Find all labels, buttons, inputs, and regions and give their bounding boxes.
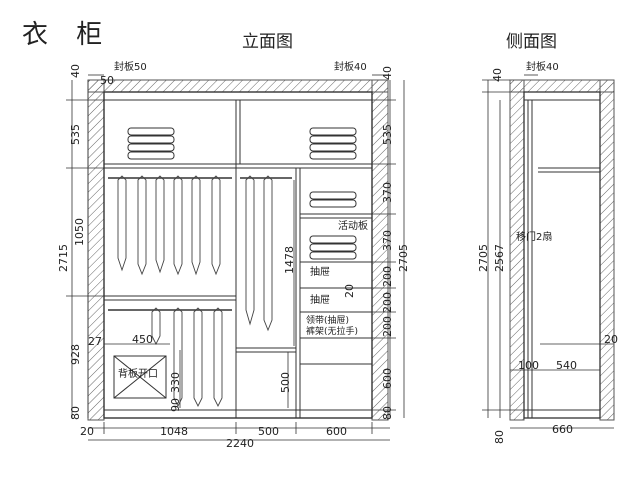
seal-left-label: 封板50 bbox=[114, 62, 147, 73]
dim-side-40: 40 bbox=[491, 68, 504, 82]
dim-330: 330 bbox=[169, 372, 182, 393]
dim-bottom-500: 500 bbox=[258, 425, 279, 438]
dim-right-40: 40 bbox=[381, 66, 394, 80]
dim-left-2715: 2715 bbox=[57, 244, 70, 272]
dim-bottom-1048: 1048 bbox=[160, 425, 188, 438]
dim-right-200b: 200 bbox=[381, 292, 394, 313]
dim-bottom-600: 600 bbox=[326, 425, 347, 438]
drawer1-label: 抽屉 bbox=[310, 267, 330, 278]
sliding-door-label: 移门2扇 bbox=[516, 232, 553, 243]
dim-side-540: 540 bbox=[556, 359, 577, 372]
dim-27: 27 bbox=[88, 335, 102, 348]
dim-side-20: 20 bbox=[604, 333, 618, 346]
tie-rack-label: 领带(抽屉) bbox=[306, 316, 350, 326]
top-wall bbox=[87, 79, 389, 93]
dim-left-40: 40 bbox=[69, 64, 82, 78]
dim-left-1050: 1050 bbox=[73, 218, 86, 246]
dim-right-600: 600 bbox=[381, 368, 394, 389]
back-opening-label: 背板开口 bbox=[118, 369, 158, 380]
dim-right-200a: 200 bbox=[381, 266, 394, 287]
dim-right-370b: 370 bbox=[381, 230, 394, 251]
seal-right-label: 封板40 bbox=[334, 62, 367, 73]
dim-bottom-20: 20 bbox=[80, 425, 94, 438]
dim-500-v: 500 bbox=[279, 372, 292, 393]
trouser-rack-label: 裤架(无拉手) bbox=[306, 327, 359, 337]
dim-left-535: 535 bbox=[69, 124, 82, 145]
dim-right-2705: 2705 bbox=[397, 244, 410, 272]
dim-side-2567: 2567 bbox=[493, 244, 506, 272]
cabinet-frame bbox=[103, 91, 373, 419]
dim-side-80: 80 bbox=[493, 430, 506, 444]
dim-left-80: 80 bbox=[69, 406, 82, 420]
drawer2-label: 抽屉 bbox=[310, 295, 330, 306]
dim-right-370a: 370 bbox=[381, 182, 394, 203]
dim-left-928: 928 bbox=[69, 344, 82, 365]
movable-board-label: 活动板 bbox=[338, 221, 368, 232]
front-view-title: 立面图 bbox=[242, 32, 293, 52]
dim-side-2705: 2705 bbox=[477, 244, 490, 272]
dim-bottom-2240: 2240 bbox=[226, 437, 254, 450]
dim-right-535: 535 bbox=[381, 124, 394, 145]
dim-1478: 1478 bbox=[283, 246, 296, 274]
left-wall bbox=[87, 79, 105, 421]
dim-20: 20 bbox=[343, 284, 356, 298]
seal-side-label: 封板40 bbox=[526, 62, 559, 73]
dim-top-50: 50 bbox=[100, 74, 114, 87]
dim-90: 90 bbox=[169, 398, 182, 412]
dim-450: 450 bbox=[132, 333, 153, 346]
page-title: 衣 柜 bbox=[22, 20, 113, 50]
dim-side-660: 660 bbox=[552, 423, 573, 436]
side-view-title: 侧面图 bbox=[506, 32, 557, 52]
dim-right-80: 80 bbox=[381, 406, 394, 420]
dim-right-200c: 200 bbox=[381, 316, 394, 337]
dim-side-100: 100 bbox=[518, 359, 539, 372]
